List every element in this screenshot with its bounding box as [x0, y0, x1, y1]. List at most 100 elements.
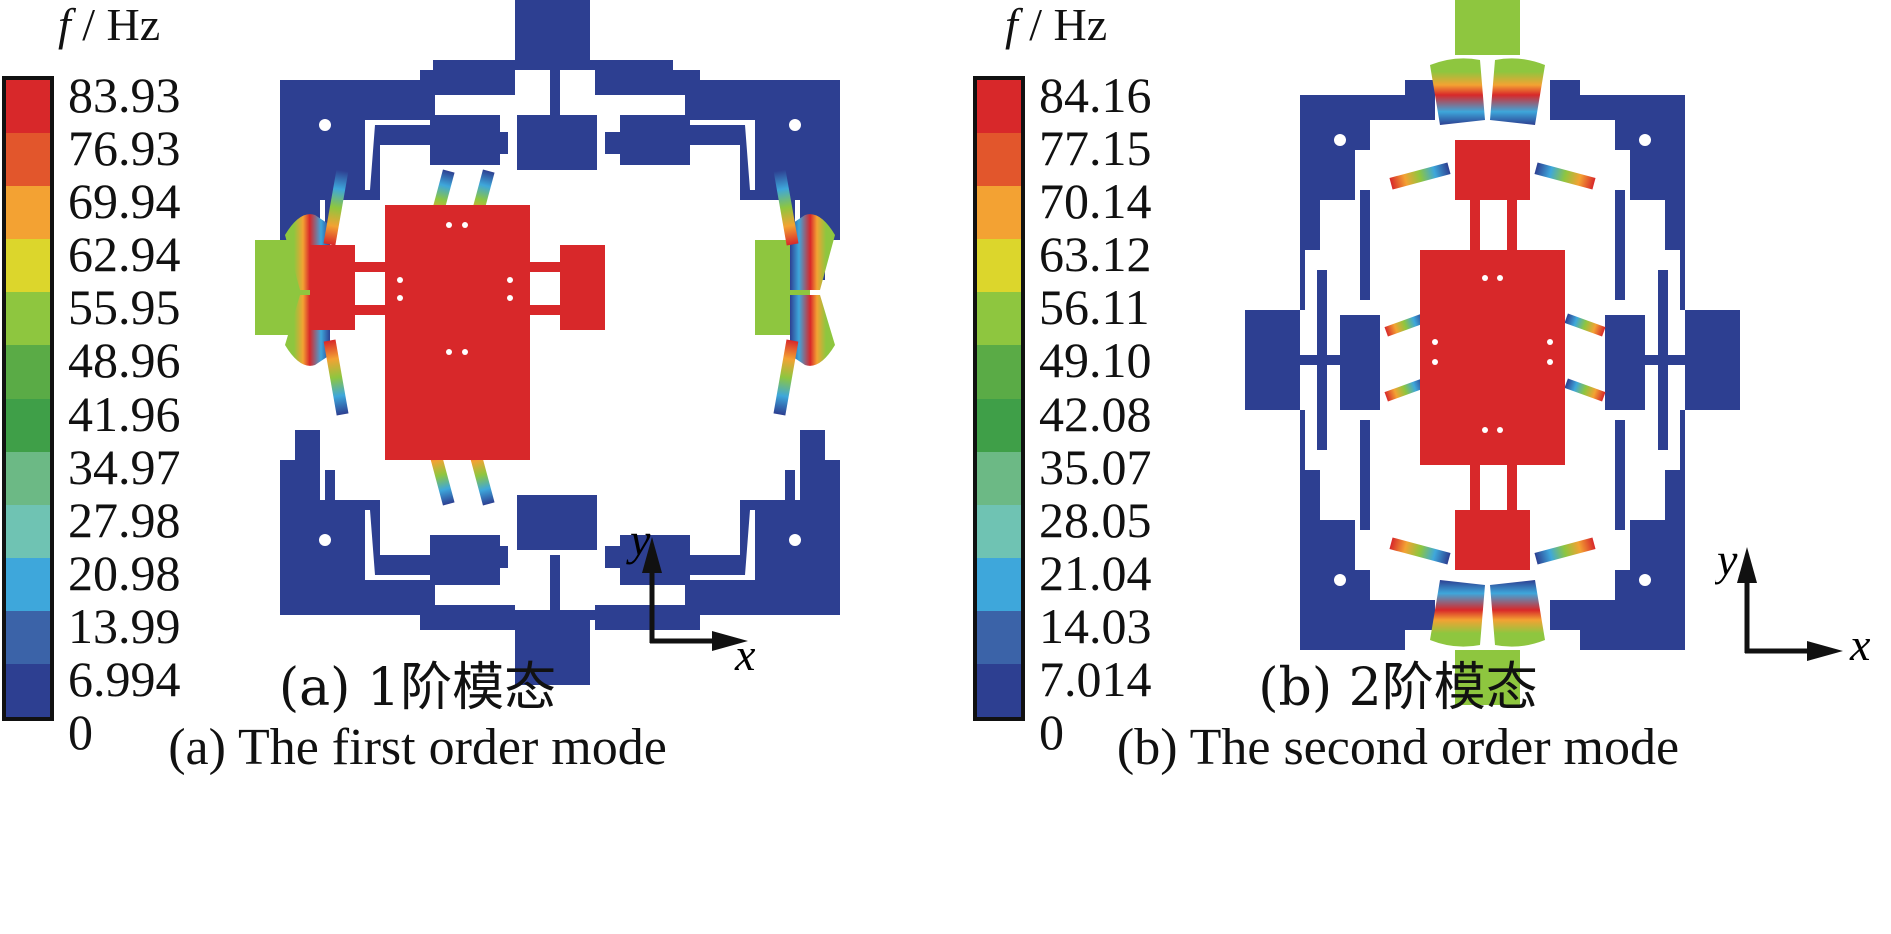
flexure-beam — [323, 169, 349, 246]
bottom-stem — [550, 555, 560, 625]
frame-corner-bottom-left — [1300, 410, 1435, 650]
frame-corner-top-left — [1300, 80, 1435, 310]
inner-vertical-beam — [1615, 420, 1625, 530]
tick-label: 83.93 — [68, 67, 181, 123]
inner-ring-top-right — [685, 125, 795, 230]
color-swatch — [977, 80, 1021, 134]
stage-link — [355, 305, 385, 315]
inner-vertical-beam — [1360, 420, 1370, 530]
bottom-anchor-pad — [1455, 650, 1520, 705]
mounting-hole — [319, 534, 331, 546]
color-scale-bar — [2, 76, 54, 721]
top-flexure-hinge — [1490, 58, 1545, 126]
flexure-beam — [1384, 313, 1426, 337]
color-swatch — [977, 504, 1021, 558]
frame-corner-top-left — [280, 70, 515, 280]
tick-label: 21.04 — [1039, 545, 1152, 601]
flexure-beam — [773, 339, 799, 416]
mounting-hole — [1639, 574, 1651, 586]
mounting-hole — [1334, 134, 1346, 146]
moving-stage — [310, 205, 605, 460]
stage-hole — [397, 295, 403, 301]
inner-vertical-beam — [1360, 190, 1370, 300]
tick-label: 63.12 — [1039, 226, 1152, 282]
stage-holes — [1432, 275, 1553, 433]
color-swatch — [977, 557, 1021, 611]
color-swatch — [977, 664, 1021, 718]
mounting-hole — [789, 119, 801, 131]
color-scale-bar — [973, 76, 1025, 721]
tick-label: 0 — [1039, 704, 1064, 760]
color-swatch — [6, 80, 50, 134]
tick-label: 62.94 — [68, 226, 181, 282]
tick-label: 6.994 — [68, 651, 181, 707]
inner-ring-top-left — [325, 125, 435, 230]
top-intermediate-block — [620, 115, 690, 165]
legend-title: f / Hz — [1005, 2, 1107, 48]
y-axis-label: y — [626, 515, 651, 565]
stage-hole — [507, 277, 513, 283]
stage-hole — [1497, 275, 1503, 281]
mounting-hole — [319, 119, 331, 131]
tick-label: 7.014 — [1039, 651, 1152, 707]
moving-stage — [1420, 140, 1565, 570]
caption-english: (b) The second order mode — [1116, 719, 1680, 776]
stage-hole — [1432, 359, 1438, 365]
tick-label: 28.05 — [1039, 492, 1152, 548]
x-axis-arrow — [712, 631, 748, 651]
legend-title: f / Hz — [58, 2, 160, 48]
color-swatch — [6, 398, 50, 452]
tick-label: 77.15 — [1039, 120, 1152, 176]
central-platform — [385, 205, 530, 460]
panel-second-mode: f / Hz 84.16 77.15 70.14 63.12 56.11 49.… — [945, 0, 1891, 934]
tick-label: 27.98 — [68, 492, 181, 548]
right-shuttle — [560, 245, 605, 330]
color-swatch — [6, 292, 50, 346]
flexure-beam — [1534, 537, 1596, 565]
color-swatch — [6, 451, 50, 505]
color-swatch — [6, 504, 50, 558]
caption-english: (a) The first order mode — [168, 719, 667, 776]
stage-link — [1470, 465, 1480, 510]
color-scale-ticks: 84.16 77.15 70.14 63.12 56.11 49.10 42.0… — [1039, 0, 1199, 760]
stage-link — [1507, 200, 1517, 250]
tick-label: 69.94 — [68, 173, 181, 229]
top-anchor-pad — [1455, 0, 1520, 55]
stage-hole — [1547, 359, 1553, 365]
frame-holes — [319, 119, 801, 546]
color-scale-ticks: 83.93 76.93 69.94 62.94 55.95 48.96 41.9… — [68, 0, 228, 760]
stage-hole — [507, 295, 513, 301]
caption-chinese: (a) 1阶模态 — [278, 658, 557, 718]
stage-link — [1507, 465, 1517, 510]
bottom-flexure-hinge — [1490, 580, 1545, 647]
frame-corner-bottom-right — [1550, 410, 1685, 650]
bottom-intermediate-block — [430, 535, 500, 585]
color-swatch — [6, 610, 50, 665]
fe-model-first-mode — [255, 0, 840, 685]
flexure-beam — [323, 339, 349, 416]
mounting-hole — [1334, 574, 1346, 586]
right-intermediate-block — [1605, 315, 1645, 410]
legend-title-unit: / Hz — [82, 0, 161, 50]
stage-hole — [1482, 275, 1488, 281]
y-axis-arrow — [1737, 547, 1757, 583]
stage-hole — [446, 222, 452, 228]
stage-holes — [397, 222, 513, 355]
frame-corner-top-right — [1550, 80, 1685, 310]
left-vertical-beam — [1317, 270, 1327, 450]
frame-corner-bottom-right — [595, 430, 840, 630]
left-shuttle — [310, 245, 355, 330]
color-swatch — [6, 239, 50, 293]
stage-hole — [1432, 339, 1438, 345]
flexure-beam — [1564, 378, 1606, 402]
inner-ring-bottom-right — [685, 470, 795, 575]
legend-title-unit: / Hz — [1029, 0, 1108, 50]
stage-hole — [1547, 339, 1553, 345]
color-swatch — [6, 345, 50, 399]
stage-link — [530, 305, 560, 315]
color-swatch — [977, 451, 1021, 505]
frame-corner-bottom-left — [280, 430, 515, 630]
color-swatch — [6, 664, 50, 718]
tick-label: 0 — [68, 704, 93, 760]
left-intermediate-block — [1340, 315, 1380, 410]
